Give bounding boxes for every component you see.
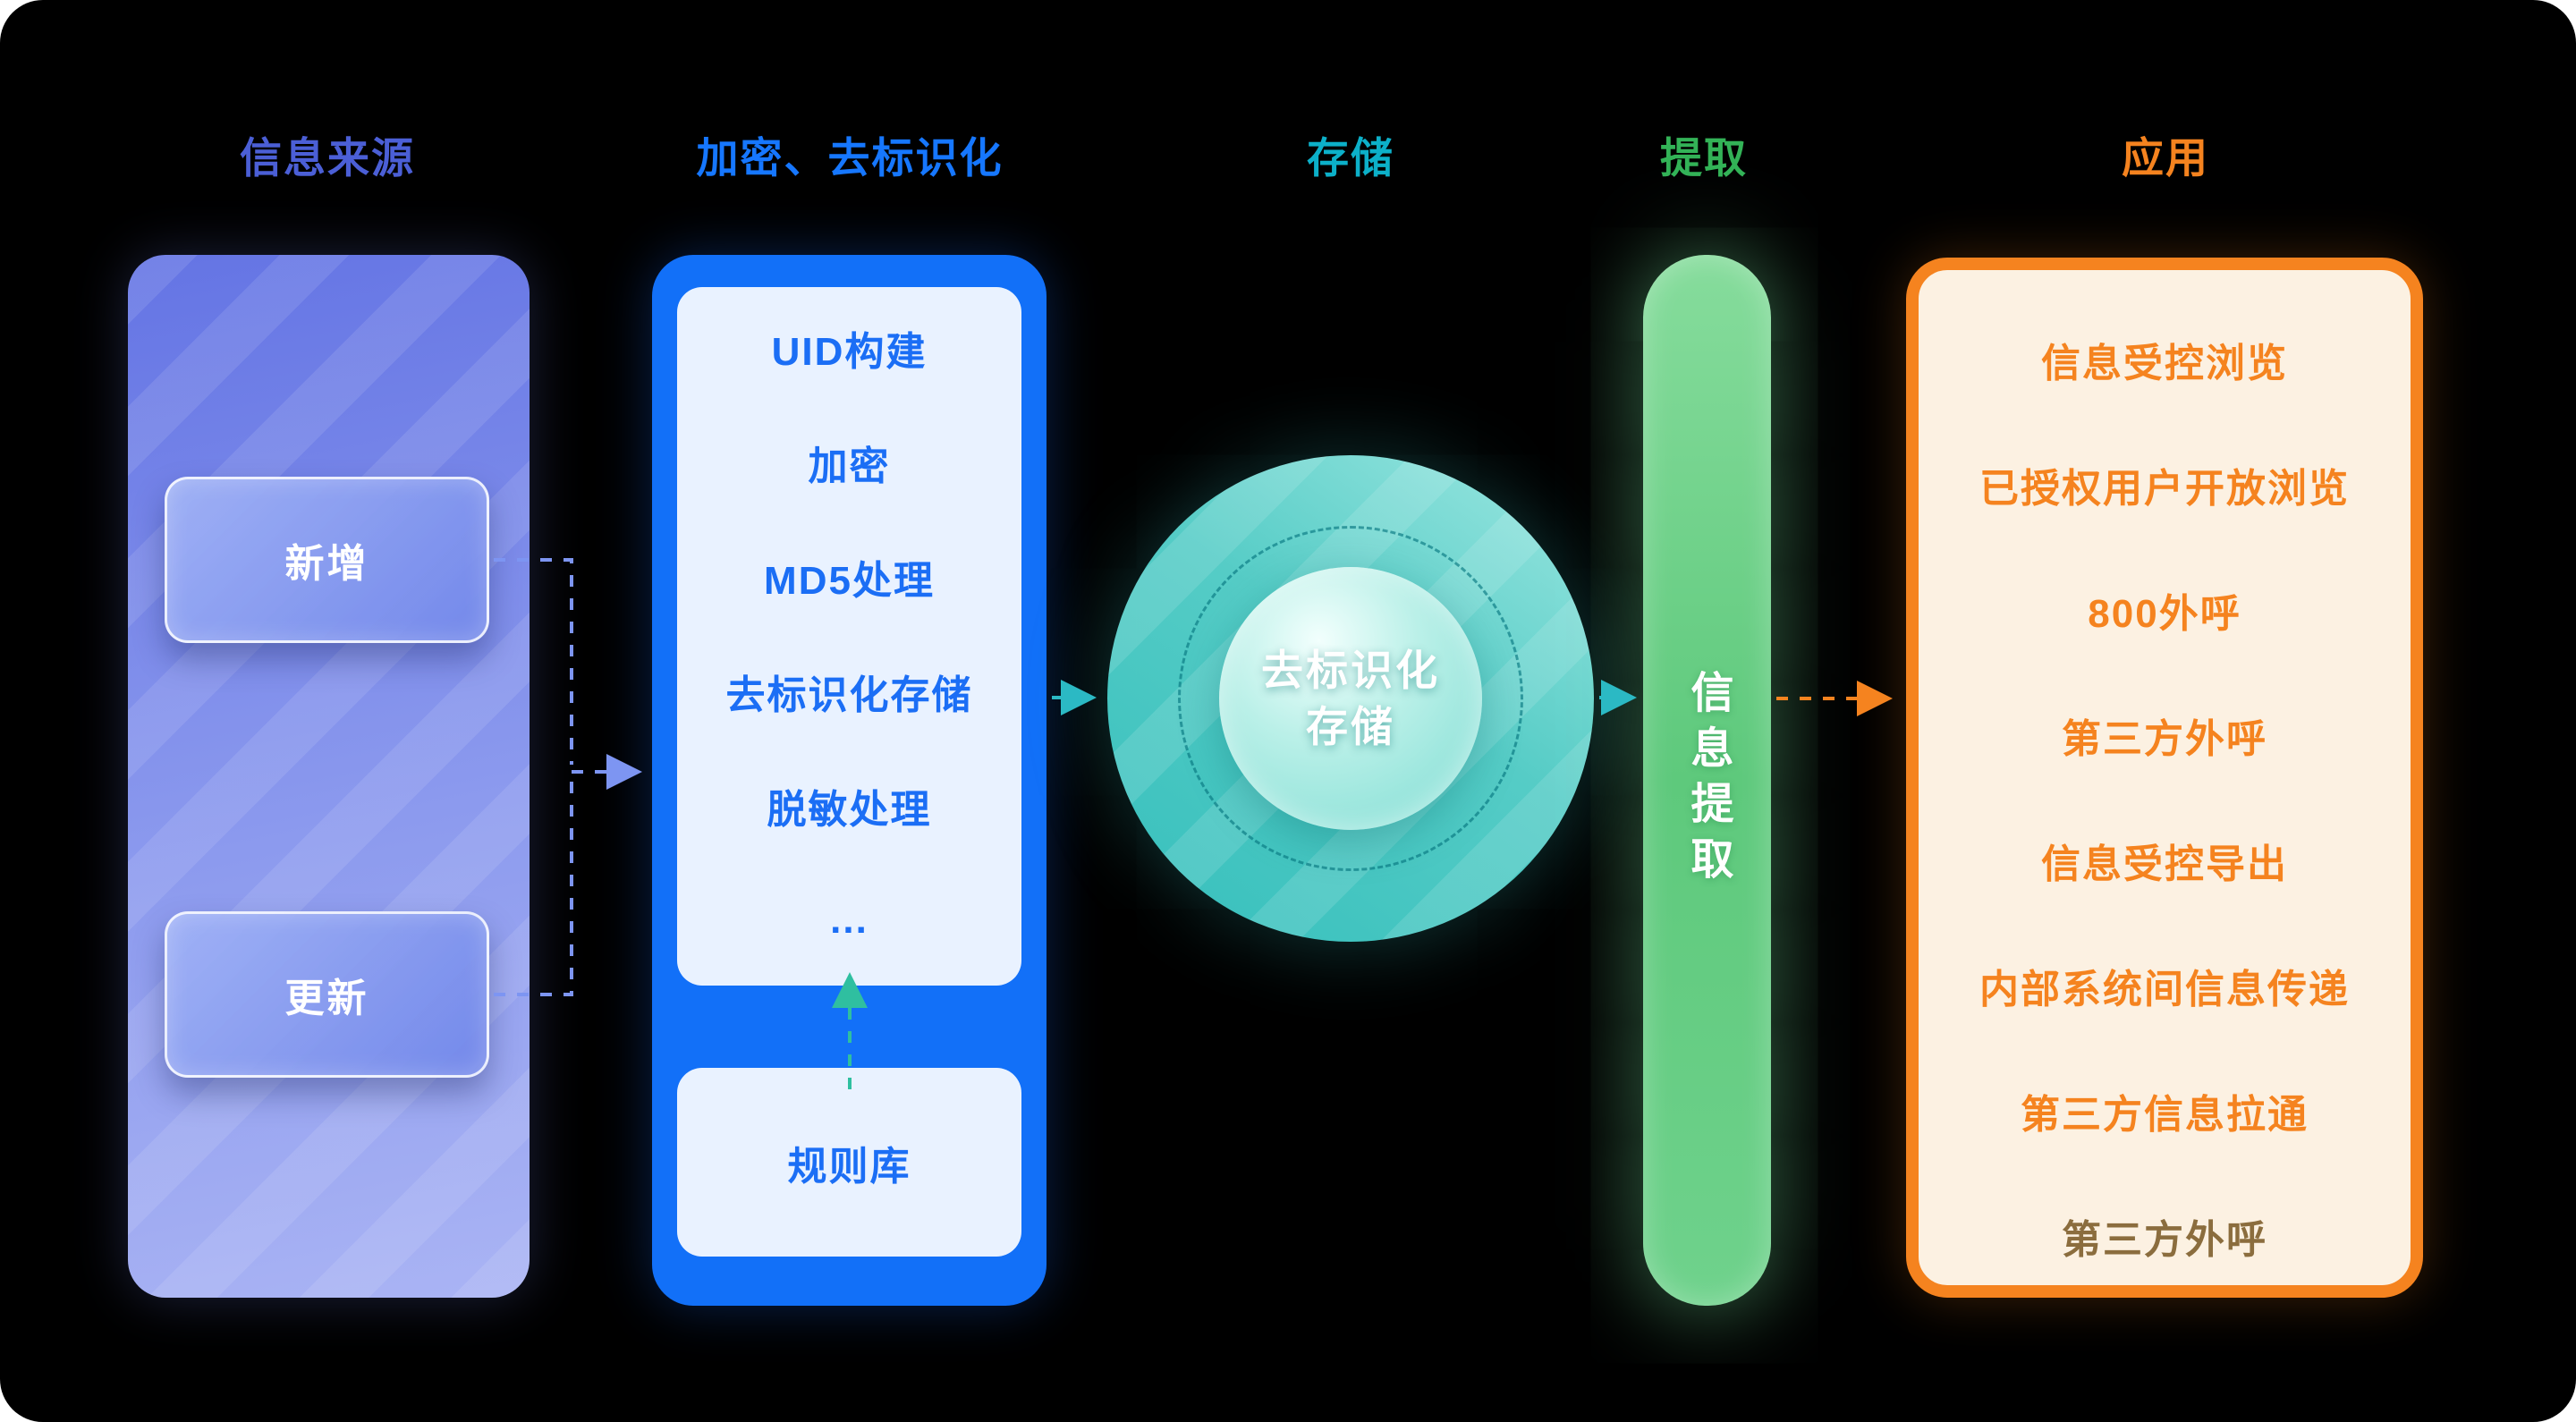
encryption-step-desensitization: 脱敏处理 [767,788,932,832]
source-item-add-label: 新增 [284,542,369,586]
rule-library-box: 规则库 [677,1068,1021,1257]
extraction-bar: 信息提取 [1643,255,1771,1306]
header-encryption: 加密、去标识化 [696,134,1004,182]
application-item-controlled-export: 信息受控导出 [2041,842,2288,886]
storage-core: 去标识化 存储 [1219,567,1482,830]
rule-library-label: 规则库 [787,1144,911,1189]
source-item-add: 新增 [165,477,489,643]
header-storage: 存储 [1307,134,1394,182]
storage-dashed-ring [1178,526,1523,871]
encryption-panel: UID构建 加密 MD5处理 去标识化存储 脱敏处理 ... 规则库 [652,255,1046,1306]
extraction-bar-label: 信息提取 [1683,669,1732,892]
encryption-step-uid: UID构建 [771,330,928,374]
storage-core-line1: 去标识化 [1261,646,1440,694]
storage-circle: 去标识化 存储 [1107,455,1594,942]
encryption-step-ellipsis: ... [830,898,869,942]
application-item-thirdparty-outbound-faded: 第三方外呼 [2062,1218,2267,1262]
source-item-update: 更新 [165,911,489,1078]
application-item-internal-transfer: 内部系统间信息传递 [1979,968,2350,1011]
encryption-steps-box: UID构建 加密 MD5处理 去标识化存储 脱敏处理 ... [677,287,1021,986]
source-panel: 新增 更新 [128,255,530,1298]
application-item-thirdparty-pull: 第三方信息拉通 [2021,1093,2309,1137]
application-item-authorized-browse: 已授权用户开放浏览 [1979,467,2350,511]
application-item-controlled-browse: 信息受控浏览 [2041,342,2288,385]
header-source: 信息来源 [240,134,415,182]
application-item-thirdparty-outbound: 第三方外呼 [2062,717,2267,761]
encryption-step-encrypt: 加密 [808,444,891,488]
encryption-step-md5: MD5处理 [764,559,935,603]
header-application: 应用 [2122,134,2209,182]
application-panel: 信息受控浏览 已授权用户开放浏览 800外呼 第三方外呼 信息受控导出 内部系统… [1906,258,2423,1298]
storage-core-line2: 存储 [1306,703,1395,750]
header-extraction: 提取 [1660,134,1748,182]
application-item-800-outbound: 800外呼 [2088,592,2241,636]
encryption-step-deidentified-storage: 去标识化存储 [725,673,973,717]
source-item-update-label: 更新 [284,977,369,1020]
